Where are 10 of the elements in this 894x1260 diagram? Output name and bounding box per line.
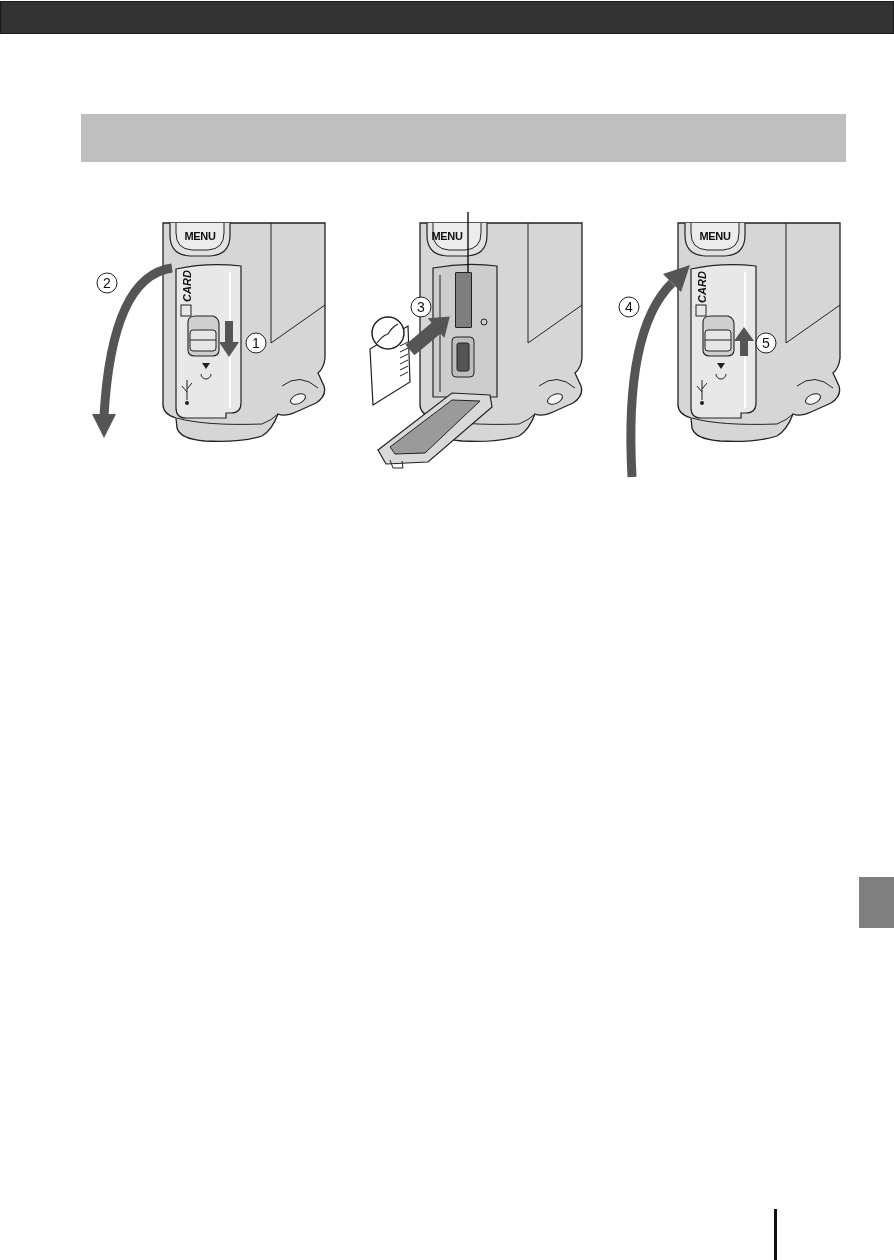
- section-band: [81, 114, 846, 162]
- leader-line: [467, 211, 469, 273]
- button-label: MENU: [699, 230, 731, 242]
- door-label: CARD: [696, 271, 708, 303]
- callout-number: 2: [96, 272, 118, 294]
- button-label: MENU: [431, 230, 463, 242]
- callout-number: 4: [618, 296, 640, 318]
- card-slot: [455, 272, 472, 328]
- door-label: CARD: [181, 270, 193, 302]
- button-label: MENU: [184, 230, 216, 242]
